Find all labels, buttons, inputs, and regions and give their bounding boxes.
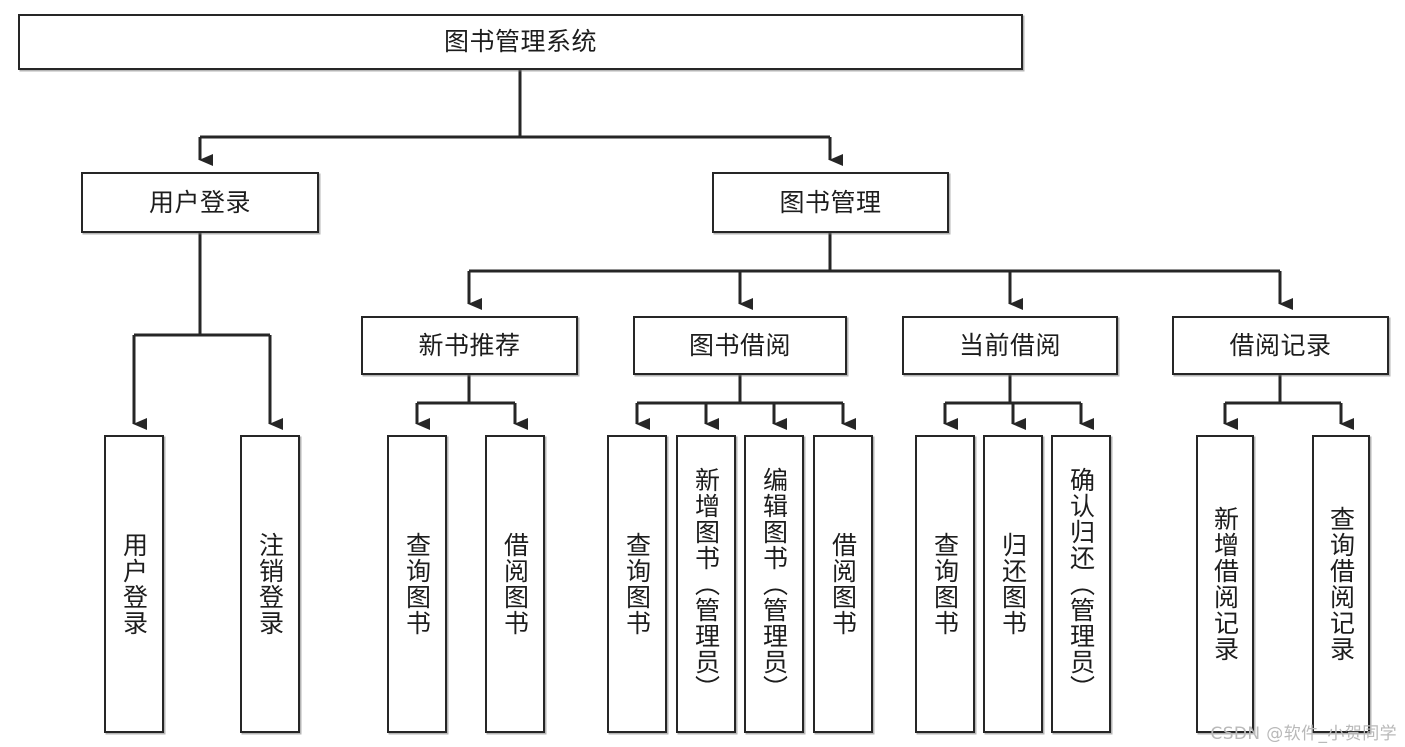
node-label: 借阅图书 — [500, 532, 530, 636]
node-label: 图书借阅 — [688, 330, 791, 360]
node-label: 新增图书（管理员） — [691, 467, 721, 701]
node-label: 新增借阅记录 — [1210, 506, 1240, 662]
node-label: 借阅图书 — [828, 532, 858, 636]
node-label: 归还图书 — [998, 532, 1028, 636]
node-leaf-borrow-book[interactable]: 借阅图书 — [813, 435, 873, 733]
node-leaf-add-borrow-record[interactable]: 新增借阅记录 — [1196, 435, 1254, 733]
node-leaf-user-login[interactable]: 用户登录 — [104, 435, 164, 733]
node-leaf-borrow-book-recommend[interactable]: 借阅图书 — [485, 435, 545, 733]
node-book-borrow[interactable]: 图书借阅 — [633, 316, 847, 375]
node-book-management[interactable]: 图书管理 — [712, 172, 949, 233]
node-label: 查询图书 — [930, 532, 960, 636]
node-label: 编辑图书（管理员） — [759, 467, 789, 701]
node-label: 新书推荐 — [418, 330, 521, 360]
node-leaf-add-book-admin[interactable]: 新增图书（管理员） — [676, 435, 736, 733]
node-leaf-return-book[interactable]: 归还图书 — [983, 435, 1043, 733]
node-label: 确认归还（管理员） — [1066, 467, 1096, 701]
node-leaf-query-book-borrow[interactable]: 查询图书 — [607, 435, 667, 733]
node-label: 查询借阅记录 — [1326, 506, 1356, 662]
node-label: 注销登录 — [255, 532, 285, 636]
node-label: 图书管理 — [779, 187, 882, 217]
node-current-borrow[interactable]: 当前借阅 — [902, 316, 1118, 375]
node-label: 查询图书 — [622, 532, 652, 636]
node-leaf-query-borrow-record[interactable]: 查询借阅记录 — [1312, 435, 1370, 733]
node-label: 借阅记录 — [1229, 330, 1332, 360]
watermark-text: CSDN @软件_小贺同学 — [1210, 724, 1397, 744]
node-label: 图书管理系统 — [443, 27, 597, 57]
node-new-book-recommend[interactable]: 新书推荐 — [361, 316, 578, 375]
node-label: 用户登录 — [119, 532, 149, 636]
node-label: 当前借阅 — [958, 330, 1061, 360]
node-leaf-query-book-current[interactable]: 查询图书 — [915, 435, 975, 733]
node-root-book-management-system[interactable]: 图书管理系统 — [18, 14, 1023, 70]
node-leaf-logout[interactable]: 注销登录 — [240, 435, 300, 733]
node-label: 用户登录 — [148, 187, 251, 217]
node-leaf-edit-book-admin[interactable]: 编辑图书（管理员） — [744, 435, 804, 733]
node-leaf-confirm-return-admin[interactable]: 确认归还（管理员） — [1051, 435, 1111, 733]
node-label: 查询图书 — [402, 532, 432, 636]
node-leaf-query-book-recommend[interactable]: 查询图书 — [387, 435, 447, 733]
node-user-login[interactable]: 用户登录 — [81, 172, 319, 233]
node-borrow-record[interactable]: 借阅记录 — [1172, 316, 1389, 375]
